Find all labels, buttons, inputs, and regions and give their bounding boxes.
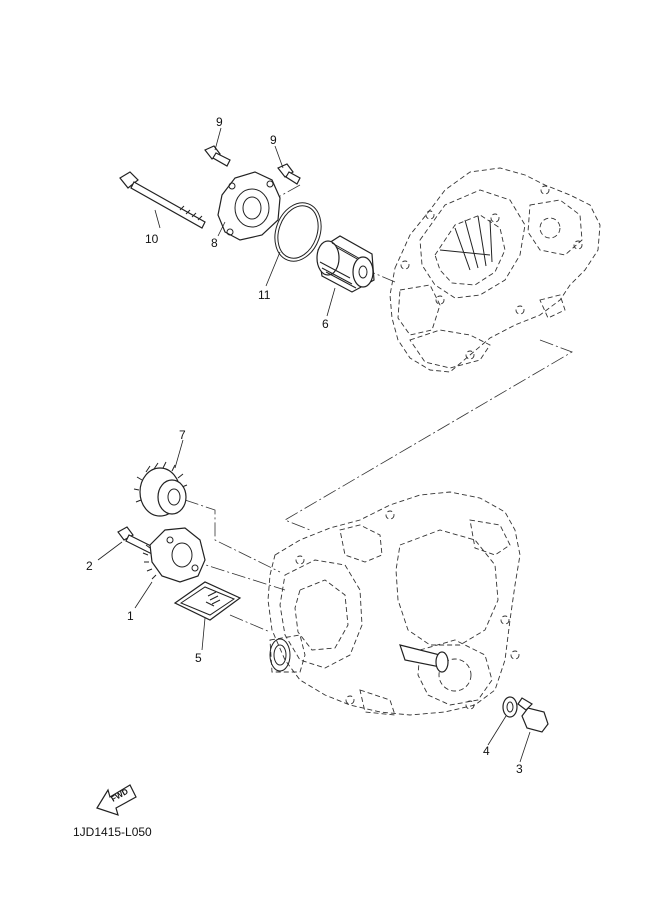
callout-2: 2: [86, 559, 93, 573]
leader-lines: [97, 127, 531, 763]
callout-3: 3: [516, 762, 523, 776]
part-4-washer[interactable]: [502, 696, 518, 718]
callout-9b: 9: [270, 133, 277, 147]
part-3-drain-bolt[interactable]: [517, 697, 549, 733]
part-7-gear[interactable]: [133, 461, 188, 517]
crankcase-cover-ghost: [389, 167, 601, 373]
callout-1: 1: [127, 609, 134, 623]
diagram-code: 1JD1415-L050: [73, 825, 152, 839]
callout-10: 10: [145, 232, 159, 246]
part-11-o-ring[interactable]: [267, 196, 329, 267]
callout-6: 6: [322, 317, 329, 331]
callout-8: 8: [211, 236, 218, 250]
fwd-arrow-icon: FWD: [96, 784, 137, 816]
callout-11: 11: [258, 288, 271, 302]
part-9-bolt-a[interactable]: [204, 145, 231, 167]
part-10-bolt[interactable]: [119, 171, 206, 229]
part-5-oil-strainer[interactable]: [173, 581, 242, 621]
callouts: 9 9 10 8 11 6 7 2 1 5 4 3: [86, 115, 523, 776]
part-8-filter-cover[interactable]: [217, 171, 281, 241]
callout-7: 7: [179, 428, 186, 442]
part-1-oil-pump[interactable]: [142, 527, 206, 583]
assembly-lines: [184, 184, 573, 633]
part-9-bolt-b[interactable]: [277, 163, 301, 185]
callout-9a: 9: [216, 115, 223, 129]
part-6-oil-filter[interactable]: [316, 235, 375, 293]
callout-5: 5: [195, 651, 202, 665]
callout-4: 4: [483, 744, 490, 758]
crankcase-ghost: [267, 491, 521, 716]
part-2-bolt[interactable]: [117, 526, 156, 555]
